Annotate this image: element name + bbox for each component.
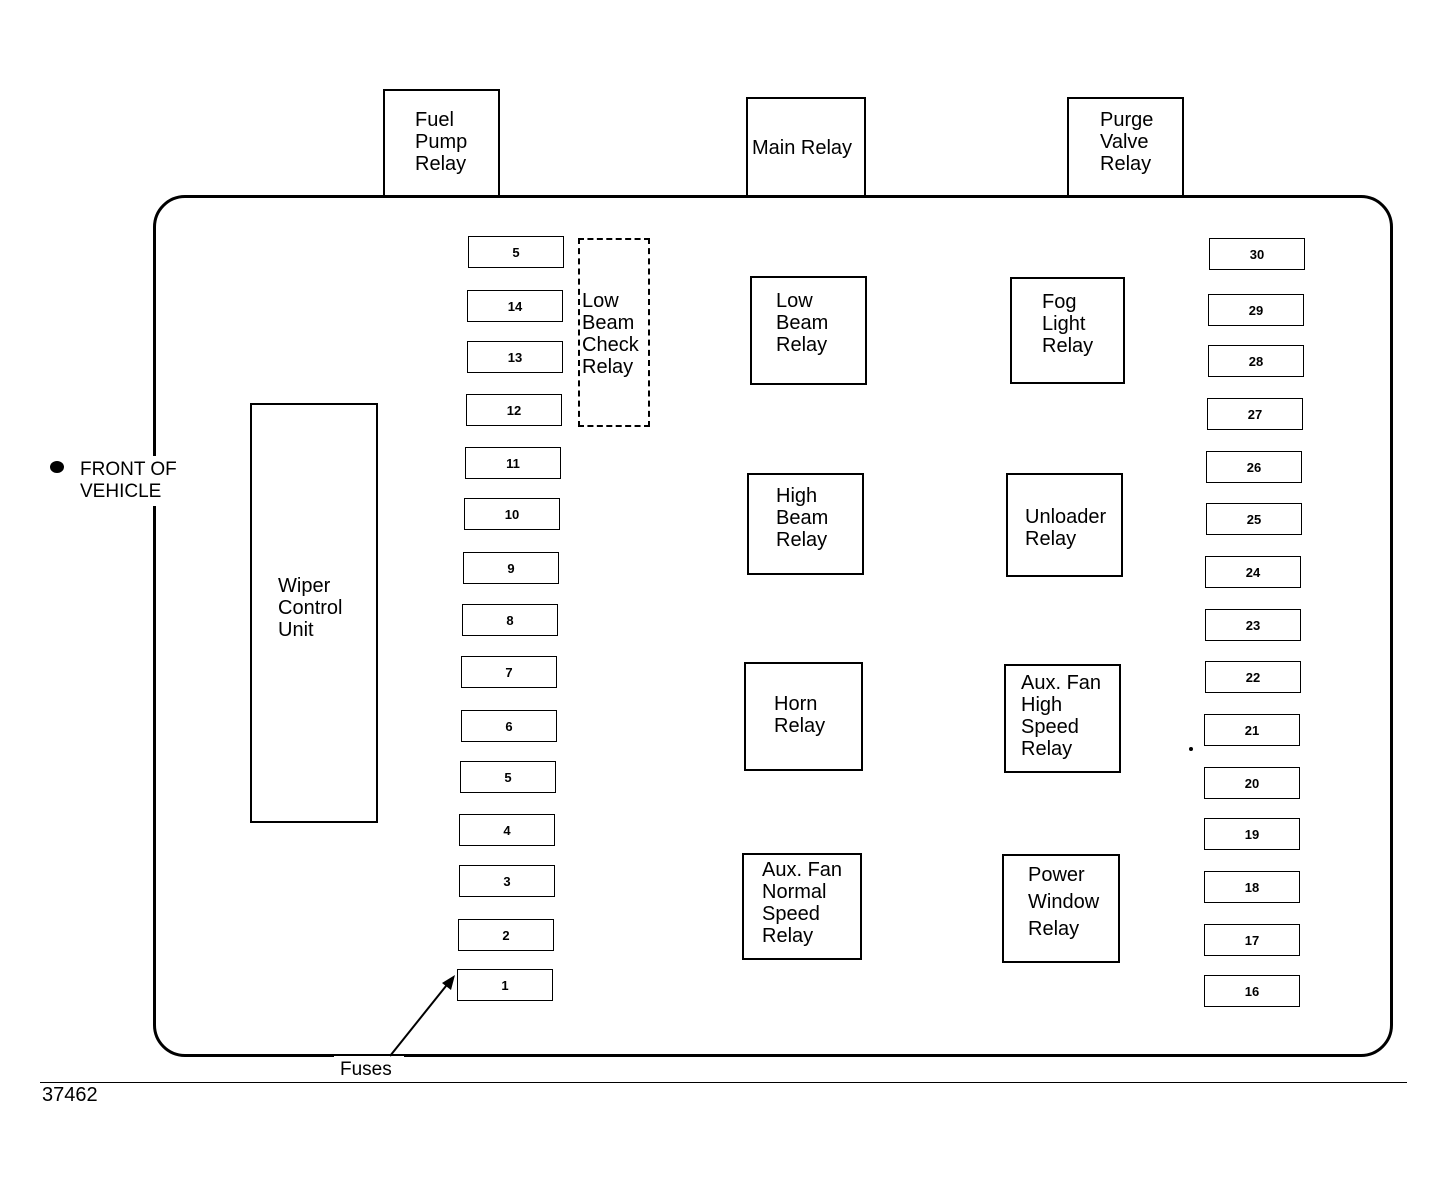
fuse-number: 16 <box>1244 983 1260 999</box>
fuse-right-slot-5: 26 <box>1206 451 1302 483</box>
power-window-relay <box>1002 854 1120 963</box>
fuse-left-slot-11: 5 <box>460 761 556 793</box>
low-beam-check-relay <box>578 238 650 427</box>
fuse-right-slot-13: 18 <box>1204 871 1300 903</box>
fuse-number: 4 <box>503 822 511 838</box>
fuse-number: 9 <box>507 560 515 576</box>
main-relay <box>746 97 866 197</box>
fuse-right-slot-14: 17 <box>1204 924 1300 956</box>
fuse-number: 28 <box>1248 353 1264 369</box>
fuse-left-slot-3: 13 <box>467 341 563 373</box>
fuse-number: 25 <box>1246 511 1262 527</box>
bottom-rule <box>40 1082 1407 1083</box>
fuse-number: 3 <box>503 873 511 889</box>
horn-relay <box>744 662 863 771</box>
stray-dot <box>1189 747 1193 751</box>
fuse-right-slot-6: 25 <box>1206 503 1302 535</box>
fuse-right-slot-10: 21 <box>1204 714 1300 746</box>
fuse-number: 27 <box>1247 406 1263 422</box>
fuse-number: 10 <box>504 506 520 522</box>
fuse-right-slot-2: 29 <box>1208 294 1304 326</box>
fuse-left-slot-13: 3 <box>459 865 555 897</box>
fuse-left-slot-8: 8 <box>462 604 558 636</box>
fuse-number: 17 <box>1244 932 1260 948</box>
fuse-number: 14 <box>507 298 523 314</box>
aux-fan-normal-speed-relay <box>742 853 862 960</box>
fuse-right-slot-15: 16 <box>1204 975 1300 1007</box>
fuse-panel-outline <box>153 195 1393 1057</box>
purge-valve-relay <box>1067 97 1184 197</box>
horn-relay-label: Horn Relay <box>774 693 826 737</box>
fuse-right-slot-3: 28 <box>1208 345 1304 377</box>
unloader-relay-label: Unloader Relay <box>1025 506 1107 550</box>
fuse-right-slot-11: 20 <box>1204 767 1300 799</box>
purge-valve-relay-label: Purge Valve Relay <box>1100 109 1154 175</box>
high-beam-relay <box>747 473 864 575</box>
aux-fan-high-speed-relay-label: Aux. Fan High Speed Relay <box>1021 672 1102 760</box>
fuse-left-slot-5: 11 <box>465 447 561 479</box>
fuse-number: 30 <box>1249 246 1265 262</box>
fuse-number: 8 <box>506 612 514 628</box>
figure-number: 37462 <box>42 1084 98 1106</box>
fuse-number: 22 <box>1245 669 1261 685</box>
fuse-left-slot-15: 1 <box>457 969 553 1001</box>
wiper-control-unit-label: Wiper Control Unit <box>278 575 343 641</box>
fuse-number: 21 <box>1244 722 1260 738</box>
fuses-label: Fuses <box>340 1059 392 1080</box>
fuse-number: 5 <box>512 244 520 260</box>
fuel-pump-relay <box>383 89 500 197</box>
fuel-pump-relay-label: Fuel Pump Relay <box>415 109 468 175</box>
fuse-left-slot-2: 14 <box>467 290 563 322</box>
fuse-right-slot-12: 19 <box>1204 818 1300 850</box>
fuse-left-slot-14: 2 <box>458 919 554 951</box>
fuse-left-slot-10: 6 <box>461 710 557 742</box>
fuse-number: 1 <box>501 977 509 993</box>
fuse-number: 23 <box>1245 617 1261 633</box>
power-window-relay-label: Power Window Relay <box>1028 864 1100 940</box>
fuse-number: 24 <box>1245 564 1261 580</box>
aux-fan-high-speed-relay <box>1004 664 1121 773</box>
low-beam-relay-label: Low Beam Relay <box>776 290 829 356</box>
front-label-backdrop <box>72 456 190 506</box>
fuse-number: 13 <box>507 349 523 365</box>
fuse-right-slot-8: 23 <box>1205 609 1301 641</box>
main-relay-label: Main Relay <box>752 137 853 159</box>
aux-fan-normal-speed-relay-label: Aux. Fan Normal Speed Relay <box>762 859 843 947</box>
low-beam-check-relay-label: Low Beam Check Relay <box>582 290 639 378</box>
fuse-left-slot-12: 4 <box>459 814 555 846</box>
fuse-left-slot-9: 7 <box>461 656 557 688</box>
fuse-number: 5 <box>504 769 512 785</box>
fuse-number: 7 <box>505 664 513 680</box>
fuses-label-backdrop <box>334 1056 404 1082</box>
fuse-number: 12 <box>506 402 522 418</box>
high-beam-relay-label: High Beam Relay <box>776 485 829 551</box>
fuse-left-slot-4: 12 <box>466 394 562 426</box>
fuse-number: 11 <box>506 455 520 471</box>
fuse-number: 19 <box>1244 826 1260 842</box>
unloader-relay <box>1006 473 1123 577</box>
fuse-right-slot-9: 22 <box>1205 661 1301 693</box>
fuse-number: 20 <box>1244 775 1260 791</box>
fuse-number: 29 <box>1248 302 1264 318</box>
fuse-left-slot-7: 9 <box>463 552 559 584</box>
fuse-right-slot-4: 27 <box>1207 398 1303 430</box>
fog-light-relay-label: Fog Light Relay <box>1042 291 1094 357</box>
fuse-number: 6 <box>505 718 513 734</box>
fuse-number: 26 <box>1246 459 1262 475</box>
fuse-number: 18 <box>1244 879 1260 895</box>
front-pointer-icon <box>50 461 64 473</box>
fog-light-relay <box>1010 277 1125 384</box>
low-beam-relay <box>750 276 867 385</box>
fuse-right-slot-1: 30 <box>1209 238 1305 270</box>
wiper-control-unit <box>250 403 378 823</box>
fuse-left-slot-6: 10 <box>464 498 560 530</box>
fuse-number: 2 <box>502 927 510 943</box>
front-of-vehicle-label: FRONT OF VEHICLE <box>80 459 177 502</box>
fuse-left-slot-1: 5 <box>468 236 564 268</box>
fuse-right-slot-7: 24 <box>1205 556 1301 588</box>
